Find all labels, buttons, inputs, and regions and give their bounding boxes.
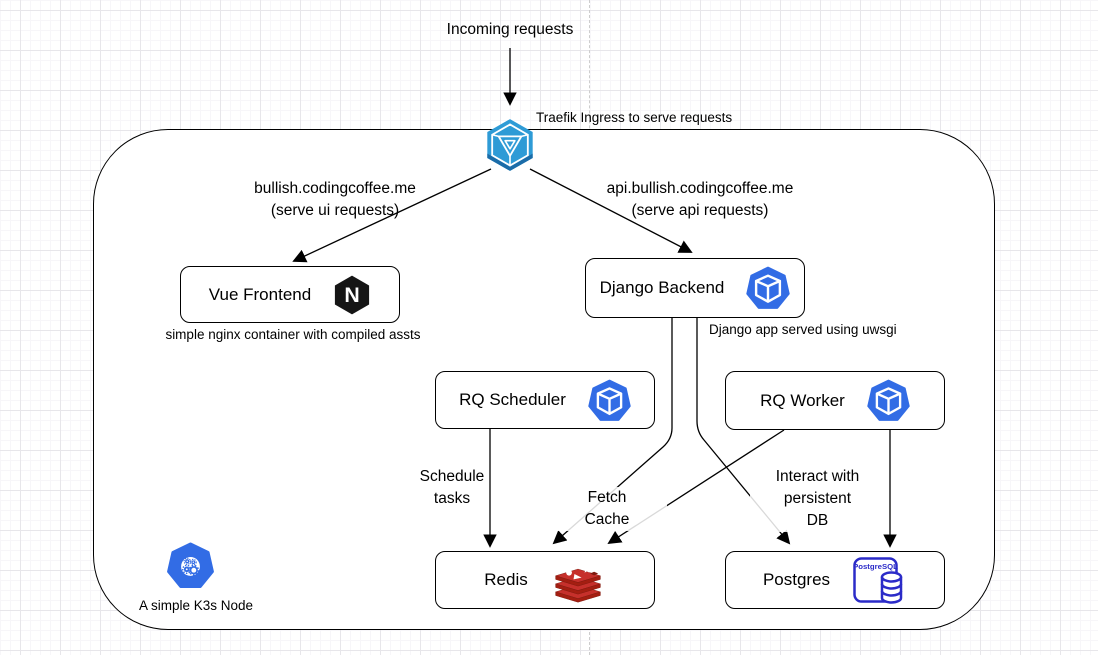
kubernetes-pod-icon	[867, 379, 910, 422]
django-backend-label: Django Backend	[599, 278, 725, 297]
node-django-backend[interactable]: Django Backend	[585, 258, 805, 318]
nginx-icon: N	[333, 274, 371, 316]
interact-db-label: Interact with persistent DB	[750, 466, 885, 532]
node-vue-frontend[interactable]: Vue Frontend N	[180, 266, 400, 323]
svg-text:PostgreSQL: PostgreSQL	[853, 562, 898, 571]
schedule-tasks-label: Schedule tasks	[419, 468, 485, 507]
postgresql-icon: PostgreSQL	[852, 555, 907, 605]
edge-django-to-redis[interactable]	[552, 318, 673, 545]
rq-worker-label: RQ Worker	[760, 390, 845, 410]
svg-text:N: N	[345, 283, 360, 307]
redis-label: Redis	[484, 570, 528, 589]
edge-traefik-to-django-backend[interactable]	[529, 168, 693, 253]
kubernetes-pod-icon	[588, 379, 631, 422]
fetch-cache-label: Fetch Cache	[547, 487, 667, 531]
ui-domain-label: bullish.codingcoffee.me (serve ui reques…	[254, 180, 416, 219]
k3s-node-note: A simple K3s Node	[138, 598, 254, 613]
api-domain-label: api.bullish.codingcoffee.me (serve api r…	[606, 180, 794, 219]
edge-django-to-postgres[interactable]	[696, 318, 791, 545]
postgres-label: Postgres	[762, 570, 831, 589]
edge-traefik-to-vue-frontend[interactable]	[292, 168, 492, 263]
vue-frontend-label: Vue Frontend	[208, 284, 312, 304]
kubernetes-pod-icon	[746, 266, 790, 310]
node-rq-worker[interactable]: RQ Worker	[725, 371, 945, 430]
vue-frontend-note: simple nginx container with compiled ass…	[165, 327, 421, 342]
k3s-icon[interactable]	[167, 542, 214, 589]
node-redis[interactable]: Redis	[435, 551, 655, 609]
django-backend-note: Django app served using uwsgi	[709, 322, 897, 337]
redis-icon	[550, 557, 606, 604]
incoming-requests-label: Incoming requests	[446, 21, 574, 38]
traefik-note: Traefik Ingress to serve requests	[536, 110, 733, 125]
rq-scheduler-label: RQ Scheduler	[459, 390, 566, 409]
node-rq-scheduler[interactable]: RQ Scheduler	[435, 371, 655, 429]
traefik-ingress-icon[interactable]	[483, 117, 537, 173]
node-postgres[interactable]: Postgres PostgreSQL	[725, 551, 945, 609]
